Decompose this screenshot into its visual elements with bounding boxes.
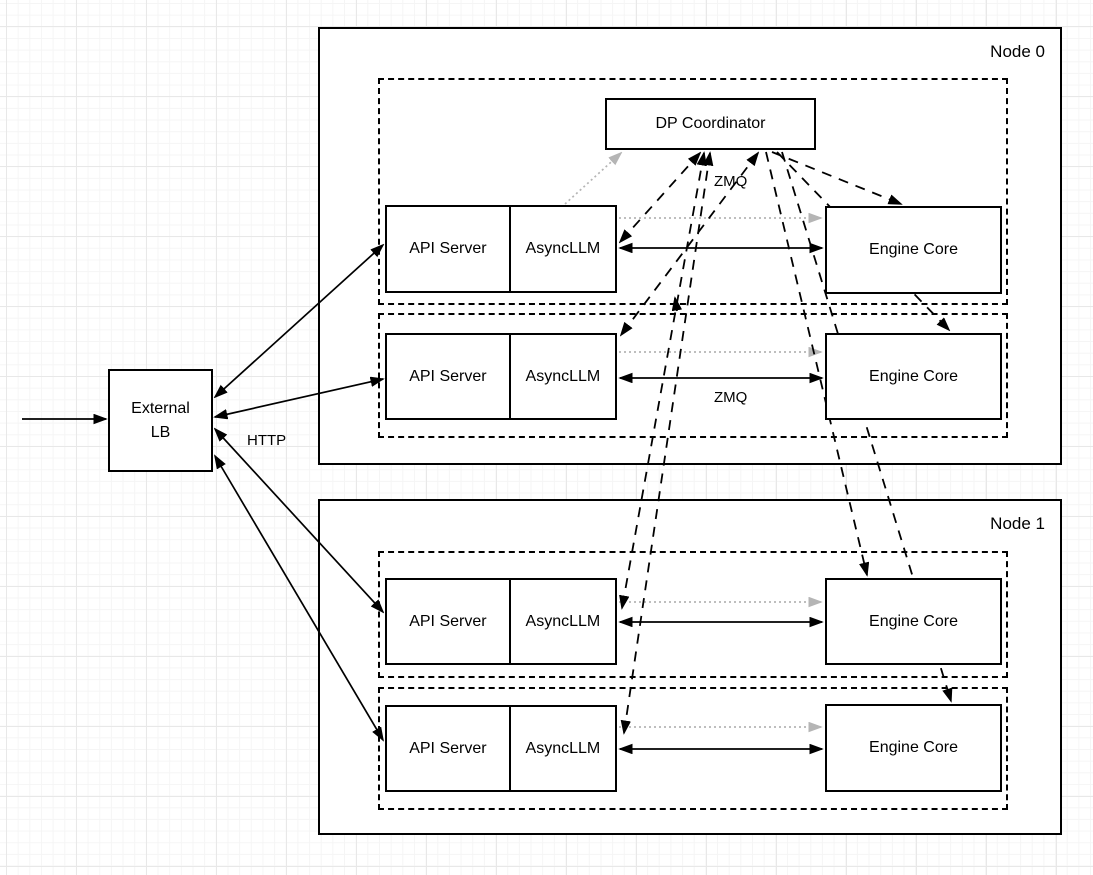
external-lb-box: External LB (108, 369, 213, 472)
api-async-box-n0r0: API Server AsyncLLM (385, 205, 617, 293)
asyncllm-label: AsyncLLM (525, 612, 601, 630)
api-async-box-n1r1: API Server AsyncLLM (385, 705, 617, 792)
api-server-label: API Server (409, 367, 487, 385)
api-async-box-n1r0: API Server AsyncLLM (385, 578, 617, 665)
zmq-edge-label-coordinator: ZMQ (714, 173, 748, 190)
engine-core-box-n1r1: Engine Core (825, 704, 1002, 792)
api-async-box-n0r1: API Server AsyncLLM (385, 333, 617, 420)
node0-title: Node 0 (990, 42, 1045, 61)
engine-core-label: Engine Core (869, 612, 958, 630)
api-server-label: API Server (409, 612, 487, 630)
external-lb-label-line1: External (131, 400, 190, 418)
engine-core-box-n0r1: Engine Core (825, 333, 1002, 420)
dp-coordinator-label: DP Coordinator (655, 115, 766, 132)
node1-title: Node 1 (990, 514, 1045, 533)
engine-core-label: Engine Core (869, 241, 958, 258)
engine-core-label: Engine Core (869, 367, 958, 385)
zmq-edge-label-engine: ZMQ (714, 389, 748, 406)
asyncllm-label: AsyncLLM (525, 739, 601, 757)
asyncllm-label: AsyncLLM (525, 367, 601, 385)
asyncllm-label: AsyncLLM (525, 240, 601, 257)
api-server-label: API Server (409, 739, 487, 757)
api-server-label: API Server (409, 240, 487, 257)
engine-core-box-n0r0: Engine Core (825, 206, 1002, 294)
external-lb-label-line2: LB (150, 423, 171, 441)
dp-coordinator-box: DP Coordinator (605, 98, 816, 150)
engine-core-box-n1r0: Engine Core (825, 578, 1002, 665)
engine-core-label: Engine Core (869, 739, 958, 756)
http-edge-label: HTTP (247, 432, 287, 449)
